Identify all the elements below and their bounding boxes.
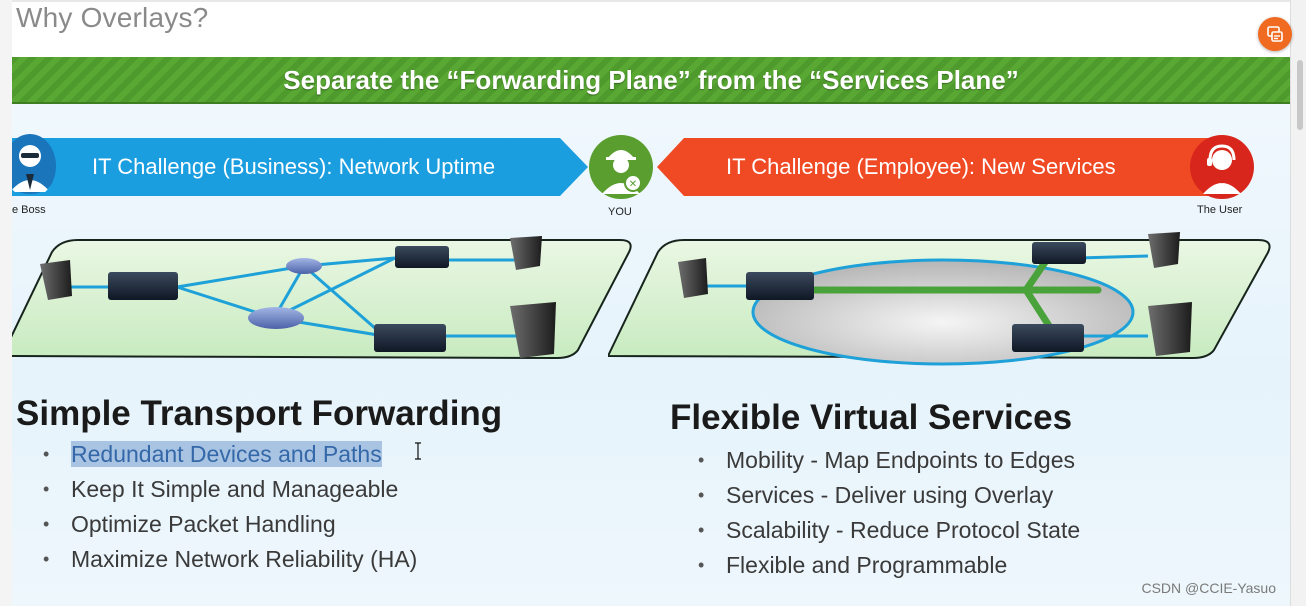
left-arrow-text: IT Challenge (Business): Network Uptime <box>92 154 496 179</box>
top-divider <box>12 0 1290 2</box>
list-item: • Scalability - Reduce Protocol State <box>698 513 1081 548</box>
server-icon <box>510 236 542 270</box>
right-arrow-text: IT Challenge (Employee): New Services <box>726 154 1116 179</box>
server-icon <box>1148 302 1192 356</box>
user-label: The User <box>1197 204 1243 216</box>
watermark: CSDN @CCIE-Yasuo <box>1141 580 1276 596</box>
banner: Separate the “Forwarding Plane” from the… <box>12 57 1290 104</box>
you-avatar-icon: ✕ <box>589 135 653 199</box>
server-icon <box>1148 232 1180 268</box>
svg-text:✕: ✕ <box>629 179 637 190</box>
list-item: • Optimize Packet Handling <box>43 507 417 542</box>
scrollbar-track[interactable] <box>1290 0 1306 606</box>
server-icon <box>40 260 72 300</box>
list-item[interactable]: • Redundant Devices and Paths <box>43 437 417 472</box>
floating-action-button[interactable] <box>1258 17 1292 51</box>
boss-avatar-icon <box>12 134 56 194</box>
bullet-text: Optimize Packet Handling <box>71 511 336 537</box>
bullet-dot: • <box>698 485 705 505</box>
you-label: YOU <box>608 206 632 218</box>
bullet-text: Keep It Simple and Manageable <box>71 476 399 502</box>
scrollbar-thumb[interactable] <box>1297 60 1303 130</box>
list-item: • Maximize Network Reliability (HA) <box>43 542 418 577</box>
bullet-dot: • <box>698 555 705 575</box>
challenge-arrows <box>12 138 1217 196</box>
right-heading: Flexible Virtual Services <box>670 398 1073 437</box>
user-avatar-icon <box>1190 135 1254 199</box>
server-icon <box>678 258 708 298</box>
router-icon <box>248 307 304 329</box>
left-arrow-shape <box>12 138 588 196</box>
bullet-dot: • <box>43 514 50 534</box>
server-icon <box>510 302 556 358</box>
switch-icon <box>108 272 178 300</box>
text-cursor-icon <box>415 442 421 460</box>
switch-icon <box>374 324 446 352</box>
left-bullet-list: • Redundant Devices and Paths • Keep It Si… <box>43 437 418 577</box>
list-item: • Flexible and Programmable <box>698 548 1080 583</box>
switch-icon <box>395 246 449 268</box>
bullet-text: Flexible and Programmable <box>726 552 1008 578</box>
slide-title: Why Overlays? <box>16 2 209 33</box>
bullet-text: Services - Deliver using Overlay <box>726 482 1054 508</box>
bullet-dot: • <box>698 450 705 470</box>
slide: Why Overlays? Separate the “Forwarding P… <box>12 0 1290 606</box>
right-bullet-list: • Mobility - Map Endpoints to Edges • Serv… <box>698 443 1081 583</box>
banner-text: Separate the “Forwarding Plane” from the… <box>283 65 1019 95</box>
list-item: • Mobility - Map Endpoints to Edges <box>698 443 1080 478</box>
bullet-dot: • <box>43 479 50 499</box>
right-arrow-shape <box>657 138 1217 196</box>
router-icon <box>286 258 322 274</box>
bullet-dot: • <box>698 520 705 540</box>
bullet-text: Mobility - Map Endpoints to Edges <box>726 447 1076 473</box>
services-overlay-diagram <box>608 232 1271 366</box>
bullet-dot: • <box>43 549 50 569</box>
transport-network-diagram <box>12 236 632 360</box>
left-gutter <box>0 0 12 606</box>
list-item: • Services - Deliver using Overlay <box>698 478 1080 513</box>
bullet-dot: • <box>43 444 50 464</box>
copy-window-icon <box>1267 26 1283 42</box>
selected-text[interactable]: Redundant Devices and Paths <box>71 441 382 467</box>
switch-icon <box>1032 242 1086 264</box>
list-item: • Keep It Simple and Manageable <box>43 472 417 507</box>
left-heading: Simple Transport Forwarding <box>16 394 503 433</box>
switch-icon <box>1012 324 1084 352</box>
switch-icon <box>746 272 814 300</box>
boss-label: e Boss <box>12 204 46 216</box>
bullet-text: Maximize Network Reliability (HA) <box>71 546 418 572</box>
bullet-text: Scalability - Reduce Protocol State <box>726 517 1081 543</box>
